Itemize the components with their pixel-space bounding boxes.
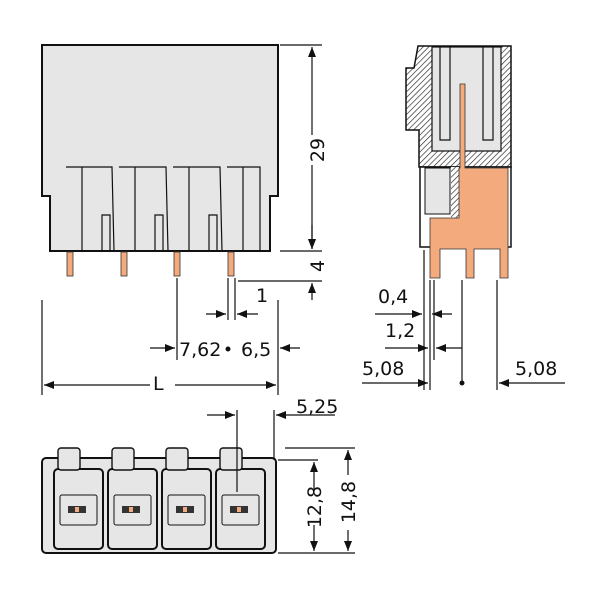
dim-right-spacing: 5,08 bbox=[515, 358, 557, 380]
dim-left-spacing: 5,08 bbox=[362, 358, 404, 380]
side-view: 0,4 1,2 5,08 5,08 bbox=[362, 45, 565, 390]
dim-inner-height: 12,8 bbox=[304, 486, 326, 528]
dim-pitch: 7,62 bbox=[179, 339, 221, 361]
front-dimension-lines bbox=[41, 44, 322, 395]
front-slots bbox=[66, 166, 261, 252]
dim-length: L bbox=[153, 373, 164, 395]
side-dimension-lines bbox=[362, 250, 565, 390]
bottom-view: 5,25 12,8 14,8 bbox=[41, 396, 360, 554]
center-dot bbox=[225, 346, 231, 352]
front-housing bbox=[41, 44, 279, 252]
dim-pin-length: 4 bbox=[307, 260, 329, 272]
dim-pin-width: 1 bbox=[256, 285, 268, 307]
pin bbox=[66, 251, 74, 277]
dim-offset: 6,5 bbox=[241, 339, 271, 361]
dim-outer-height: 14,8 bbox=[338, 481, 360, 523]
pin bbox=[227, 251, 235, 277]
bottom-dimension-lines bbox=[207, 410, 355, 554]
front-pins bbox=[66, 251, 235, 277]
dim-edge: 5,25 bbox=[296, 396, 338, 418]
pin bbox=[120, 251, 128, 277]
pin bbox=[173, 251, 181, 277]
dim-height: 29 bbox=[307, 138, 329, 162]
front-view: 29 4 1 7,62 6,5 L bbox=[41, 44, 329, 395]
dim-pin-thickness: 0,4 bbox=[378, 286, 408, 308]
dim-side-offset: 1,2 bbox=[385, 320, 415, 342]
